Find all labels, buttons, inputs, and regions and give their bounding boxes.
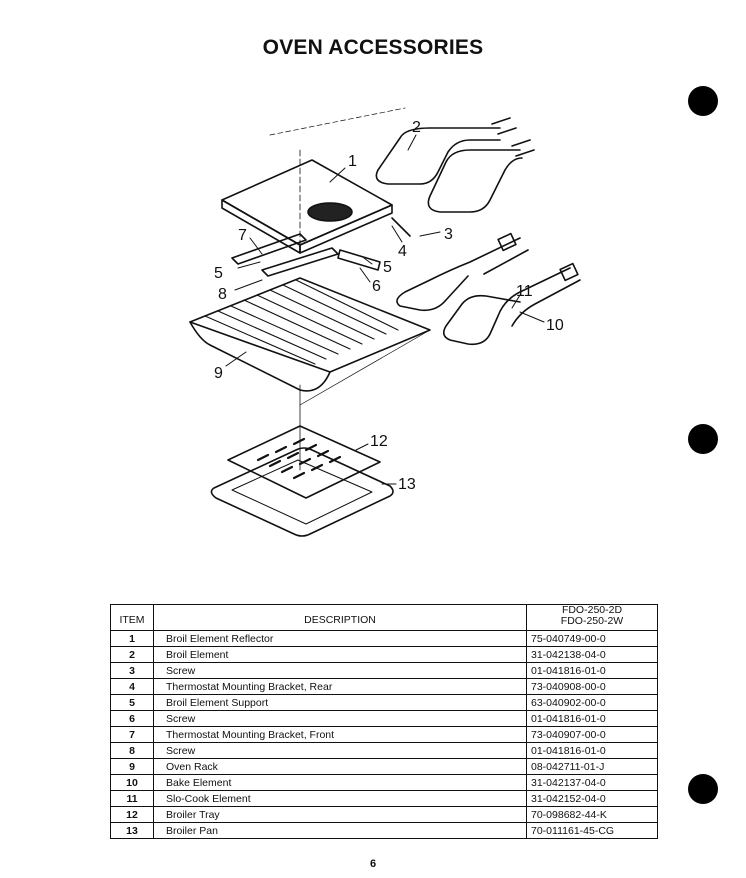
bake-element-shape <box>442 267 571 346</box>
row-part-number: 01-041816-01-0 <box>526 662 658 679</box>
row-item: 5 <box>110 694 154 711</box>
row-part-number: 31-042138-04-0 <box>526 646 658 663</box>
row-part-number: 08-042711-01-J <box>526 758 658 775</box>
row-description: Slo-Cook Element <box>153 790 527 807</box>
table-header-row: ITEM DESCRIPTION FDO-250-2D FDO-250-2W <box>110 604 658 631</box>
broil-element-support-shape <box>337 249 381 271</box>
parts-table: ITEM DESCRIPTION FDO-250-2D FDO-250-2W 1… <box>110 604 658 839</box>
row-description: Broil Element <box>153 646 527 663</box>
row-description: Screw <box>153 742 527 759</box>
row-part-number: 31-042152-04-0 <box>526 790 658 807</box>
row-item: 3 <box>110 662 154 679</box>
row-item: 7 <box>110 726 154 743</box>
oven-rack-shape <box>189 277 431 373</box>
row-description: Broil Element Support <box>153 694 527 711</box>
thermostat-bracket-front-shape <box>231 233 307 265</box>
callout-3: 3 <box>444 226 453 243</box>
callout-5-right: 5 <box>383 259 392 276</box>
row-part-number: 01-041816-01-0 <box>526 742 658 759</box>
callout-4: 4 <box>398 243 407 260</box>
row-item: 2 <box>110 646 154 663</box>
row-item: 4 <box>110 678 154 695</box>
row-part-number: 73-040908-00-0 <box>526 678 658 695</box>
row-description: Broiler Pan <box>153 822 527 839</box>
row-part-number: 75-040749-00-0 <box>526 630 658 647</box>
row-description: Thermostat Mounting Bracket, Rear <box>153 678 527 695</box>
broil-element-reflector-shape <box>221 159 393 246</box>
row-description: Broil Element Reflector <box>153 630 527 647</box>
callout-8: 8 <box>218 286 227 303</box>
header-description: DESCRIPTION <box>153 604 527 631</box>
row-description: Oven Rack <box>153 758 527 775</box>
row-item: 8 <box>110 742 154 759</box>
row-part-number: 70-098682-44-K <box>526 806 658 823</box>
row-item: 12 <box>110 806 154 823</box>
broiler-tray-shape <box>227 425 381 499</box>
row-part-number: 70-011161-45-CG <box>526 822 658 839</box>
row-item: 10 <box>110 774 154 791</box>
header-model: FDO-250-2D FDO-250-2W <box>526 604 658 631</box>
callout-12: 12 <box>370 433 388 450</box>
header-item: ITEM <box>110 604 154 631</box>
callout-1: 1 <box>348 153 357 170</box>
row-part-number: 73-040907-00-0 <box>526 726 658 743</box>
row-part-number: 63-040902-00-0 <box>526 694 658 711</box>
header-model-line2: FDO-250-2W <box>560 615 624 627</box>
row-description: Bake Element <box>153 774 527 791</box>
row-description: Screw <box>153 710 527 727</box>
page-title: OVEN ACCESSORIES <box>262 36 484 59</box>
slo-cook-element-shape <box>396 237 521 312</box>
exploded-parts-diagram: 1 2 3 4 5 5 6 7 8 9 10 11 12 13 <box>189 107 581 537</box>
row-item: 6 <box>110 710 154 727</box>
header-model-line1: FDO-250-2D <box>561 604 623 616</box>
binder-hole-top <box>688 86 718 116</box>
row-description: Thermostat Mounting Bracket, Front <box>153 726 527 743</box>
callout-11: 11 <box>516 283 533 300</box>
row-description: Screw <box>153 662 527 679</box>
binder-hole-middle <box>688 424 718 454</box>
row-part-number: 01-041816-01-0 <box>526 710 658 727</box>
broil-element-shape <box>375 127 501 185</box>
callout-10: 10 <box>546 317 564 334</box>
row-description: Broiler Tray <box>153 806 527 823</box>
row-part-number: 31-042137-04-0 <box>526 774 658 791</box>
callout-7: 7 <box>238 227 247 244</box>
binder-hole-bottom <box>688 774 718 804</box>
callout-6: 6 <box>372 278 381 295</box>
broiler-pan-shape <box>210 447 394 537</box>
row-item: 1 <box>110 630 154 647</box>
callout-9: 9 <box>214 365 223 382</box>
row-item: 13 <box>110 822 154 839</box>
callout-2: 2 <box>412 119 421 136</box>
page-number: 6 <box>369 858 377 870</box>
row-item: 9 <box>110 758 154 775</box>
callout-13: 13 <box>398 476 416 493</box>
callout-5-left: 5 <box>214 265 223 282</box>
row-item: 11 <box>110 790 154 807</box>
